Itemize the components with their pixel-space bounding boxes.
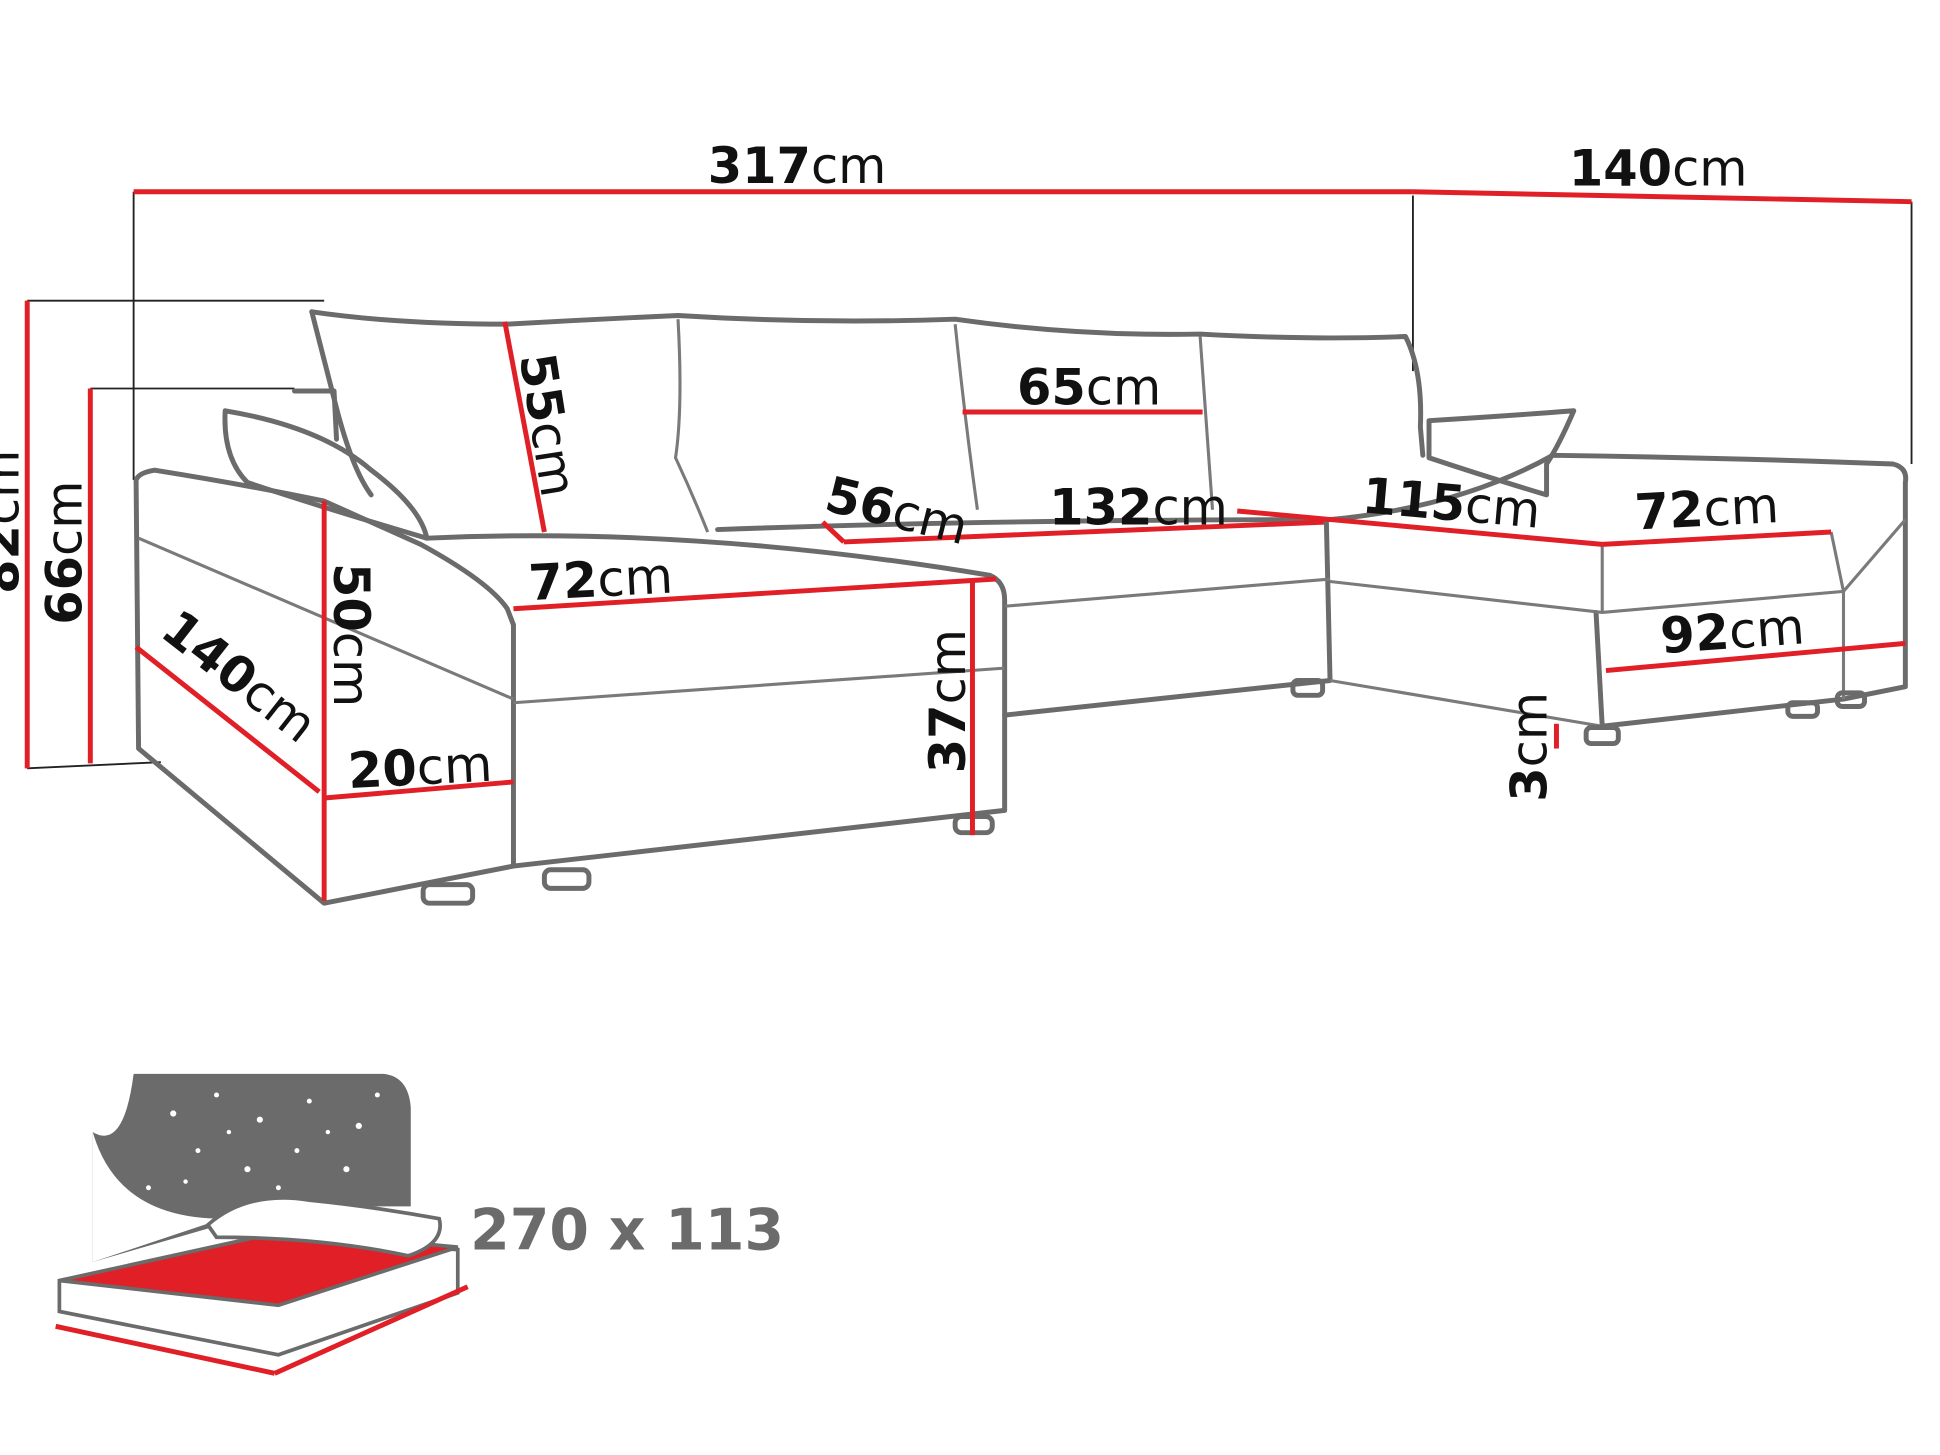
label-right-seat-width: 115cm [1360, 466, 1543, 539]
label-total-height: 82cm [0, 450, 31, 594]
label-middle-width: 132cm [1049, 479, 1228, 537]
label-cushion-height: 55cm [508, 349, 588, 501]
label-cushion-width: 65cm [1017, 359, 1161, 417]
label-right-chaise-width: 72cm [1633, 476, 1780, 541]
label-arm-width: 20cm [346, 735, 493, 800]
label-right-front-width: 92cm [1658, 597, 1806, 665]
label-chaise-depth-top: 140cm [1569, 140, 1748, 198]
label-arm-height: 66cm [36, 481, 94, 625]
sleeping-area-label: 270 x 113 [470, 1198, 784, 1264]
label-seat-height: 37cm [919, 629, 977, 773]
label-total-width: 317cm [708, 137, 887, 195]
sofa-outline [133, 309, 1909, 906]
label-left-chaise-width: 72cm [527, 547, 674, 612]
label-leg-height: 3cm [1501, 692, 1559, 802]
bed-icon [55, 1073, 469, 1376]
dimension-lines [24, 189, 1912, 901]
label-arm-inner-height: 50cm [322, 563, 380, 707]
stars [145, 1092, 380, 1191]
extension-lines [27, 191, 1913, 770]
